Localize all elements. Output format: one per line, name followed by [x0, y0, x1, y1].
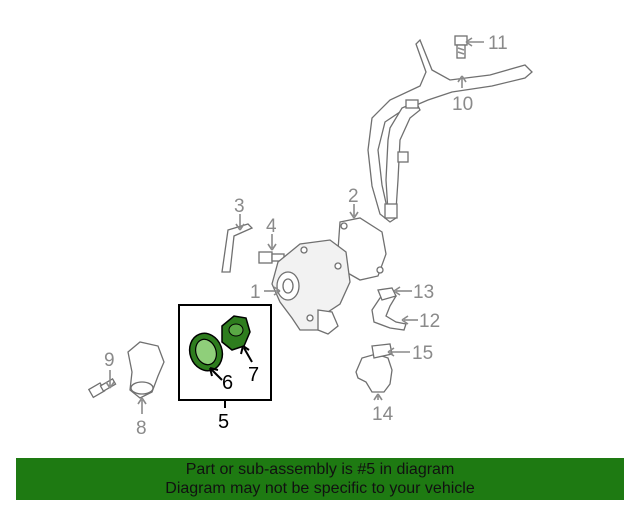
part-2-gasket[interactable]	[337, 217, 387, 281]
callout-4: 4	[266, 216, 277, 237]
callout-13: 13	[413, 282, 434, 303]
callout-8: 8	[136, 418, 147, 439]
part-3-bracket[interactable]	[221, 223, 254, 273]
assembly-leader-lines	[209, 345, 253, 408]
banner-line-2: Diagram may not be specific to your vehi…	[165, 480, 475, 497]
banner-line-1: Part or sub-assembly is #5 in diagram	[185, 461, 455, 478]
callout-6: 6	[222, 372, 233, 394]
callout-2: 2	[348, 186, 359, 207]
callout-9: 9	[104, 350, 115, 371]
callout-1: 1	[250, 282, 261, 303]
part-14-hose[interactable]	[355, 353, 393, 393]
part-6-thermostat-seal[interactable]	[184, 329, 227, 376]
leader-lines	[105, 37, 484, 414]
part-11-bolt[interactable]	[454, 35, 468, 59]
part-13-clamp[interactable]	[377, 287, 397, 301]
callout-15: 15	[412, 343, 433, 364]
callout-5: 5	[218, 411, 229, 433]
callout-14: 14	[372, 404, 394, 425]
part-8-housing[interactable]	[127, 341, 165, 399]
part-7-thermostat[interactable]	[221, 315, 251, 351]
callout-3: 3	[234, 196, 245, 217]
exploded-parts-diagram: 11 10 3 4 2 1 13 12 15 14 9 8 6 7 5	[87, 33, 533, 439]
callout-12: 12	[419, 311, 440, 332]
part-1-water-pump[interactable]	[271, 239, 351, 335]
callout-10: 10	[452, 94, 473, 115]
info-banner: Part or sub-assembly is #5 in diagram Di…	[16, 458, 624, 500]
callout-11: 11	[488, 33, 508, 54]
callout-7: 7	[248, 364, 259, 386]
part-10-coolant-pipe[interactable]	[367, 38, 533, 223]
part-9-bolt[interactable]	[87, 378, 117, 399]
